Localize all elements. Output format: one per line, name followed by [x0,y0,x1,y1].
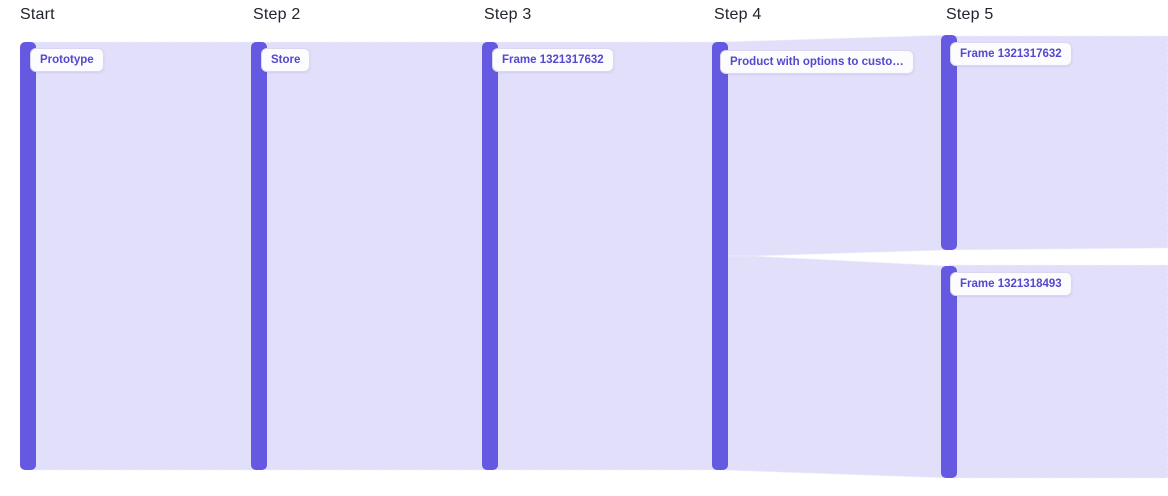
flow-node-bar[interactable] [482,42,498,470]
flow-node-bar[interactable] [941,35,957,250]
flow-band [948,35,1168,251]
flow-band [489,41,721,471]
flow-node-bar[interactable] [941,266,957,478]
column-header-start: Start [20,6,55,23]
flow-band [719,34,950,257]
flow-band [258,41,491,471]
column-header-step2: Step 2 [253,6,301,23]
flow-node-bar[interactable] [20,42,36,470]
node-chip-product-options[interactable]: Product with options to custo… [720,50,914,74]
node-chip-frame-1321318493[interactable]: Frame 1321318493 [950,272,1072,296]
flow-band [719,255,950,479]
node-chip-store[interactable]: Store [261,48,311,72]
column-header-step3: Step 3 [484,6,532,23]
node-chip-frame-1321317632-step5[interactable]: Frame 1321317632 [950,42,1072,66]
flow-node-bar[interactable] [712,42,728,470]
flow-node-bar[interactable] [251,42,267,470]
column-header-step4: Step 4 [714,6,762,23]
column-header-step5: Step 5 [946,6,994,23]
flow-band [27,41,260,471]
flow-band [948,264,1168,479]
node-chip-frame-1321317632[interactable]: Frame 1321317632 [492,48,614,72]
node-chip-prototype[interactable]: Prototype [30,48,104,72]
